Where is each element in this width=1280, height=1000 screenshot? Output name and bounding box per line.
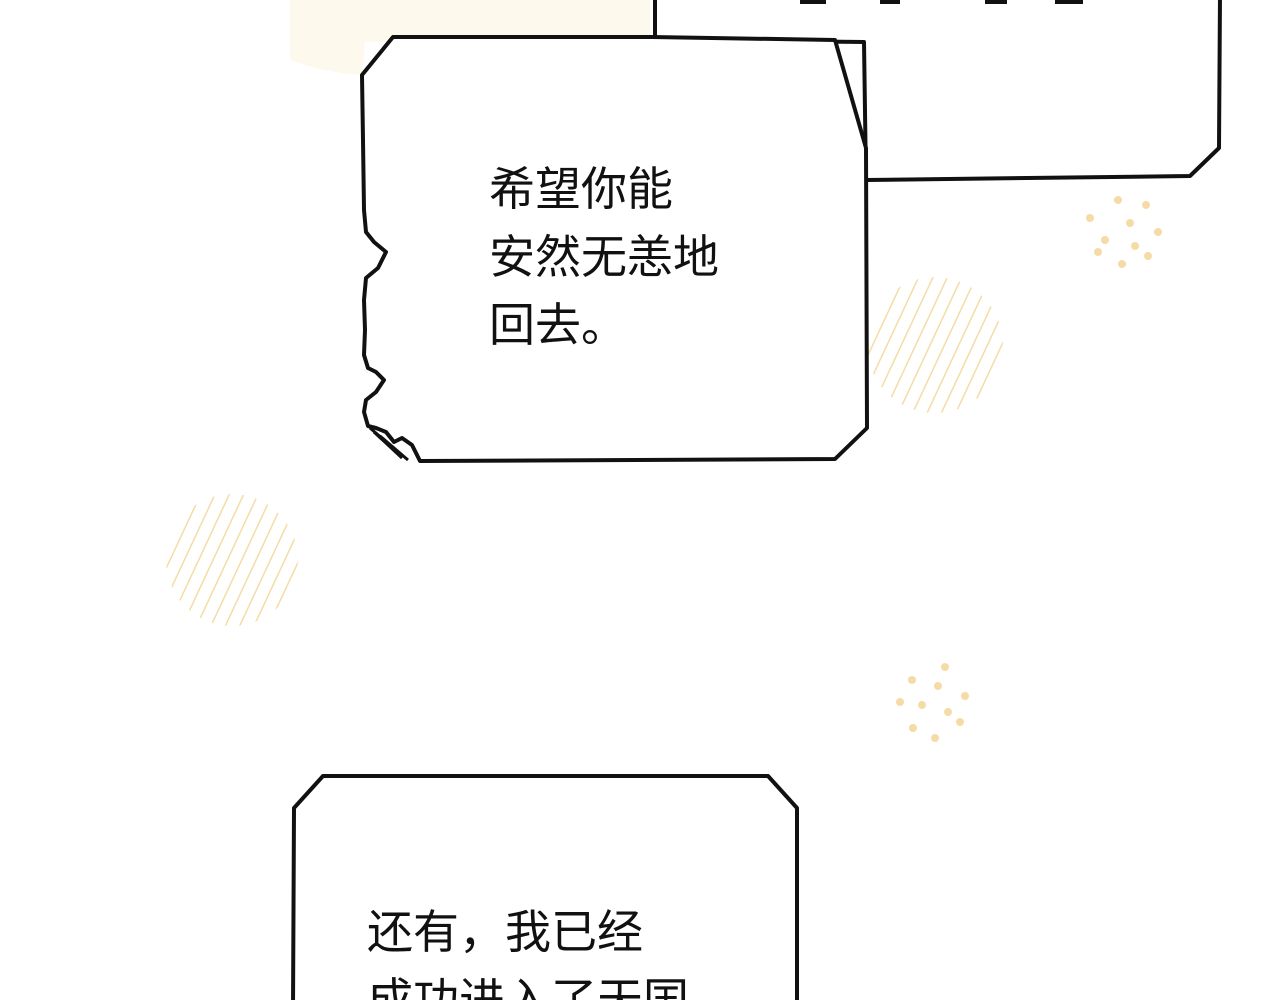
speech-line: 回去。 — [489, 298, 627, 352]
torn-edge-strokes — [369, 426, 409, 462]
speech-bubble-main — [360, 35, 869, 463]
dot-cluster-decoration — [1086, 196, 1162, 268]
hatched-circle-decoration — [867, 277, 1003, 413]
speech-line: 成功进入了天国 — [367, 973, 689, 1000]
speech-line: 还有，我已经 — [367, 905, 643, 959]
speech-text-main: 希望你能 安然无恙地 回去。 — [489, 155, 719, 359]
speech-bubble-bottom — [291, 774, 799, 1000]
dot-cluster-decoration — [896, 663, 969, 742]
speech-line: 安然无恙地 — [489, 230, 719, 284]
speech-text-bottom: 还有，我已经 成功进入了天国 — [367, 898, 689, 1000]
speech-line: 希望你能 — [489, 162, 673, 216]
hatched-circle-decoration — [166, 494, 298, 626]
cropped-text-fragment — [800, 0, 1083, 4]
